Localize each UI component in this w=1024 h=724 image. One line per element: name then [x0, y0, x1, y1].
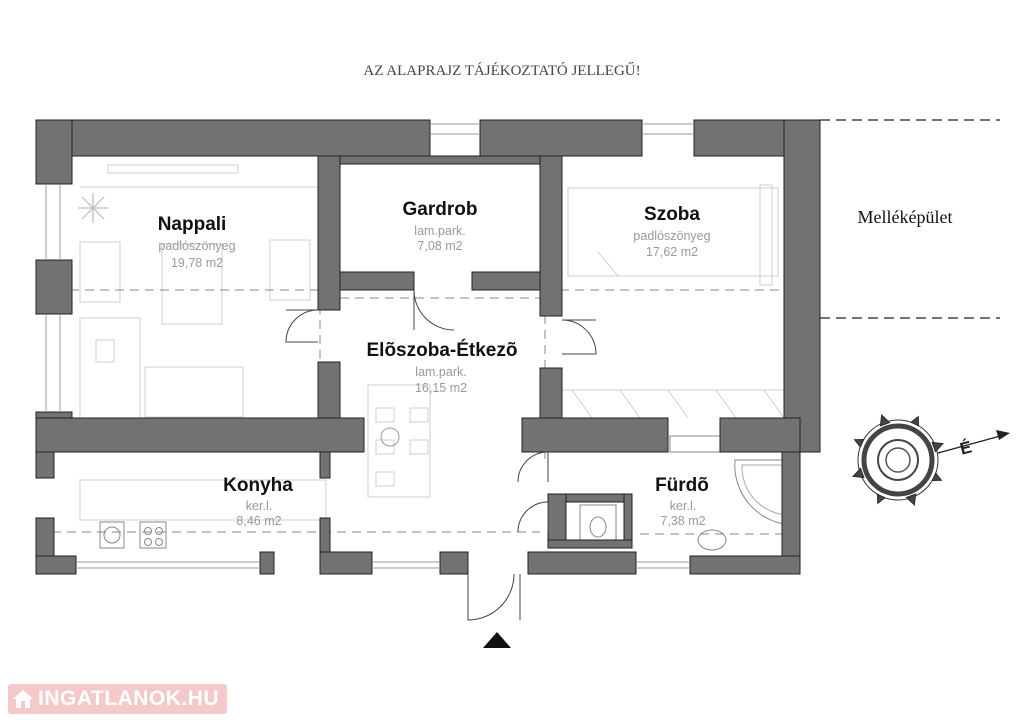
room-floor: lam.park. [415, 365, 466, 379]
ingatlanok-watermark: INGATLANOK.HU [8, 684, 228, 714]
room-area: 7,38 m2 [660, 514, 705, 528]
room-szoba: Szoba padlószönyeg 17,62 m2 [633, 204, 710, 259]
room-furdo: Fürdõ ker.l. 7,38 m2 [655, 475, 709, 528]
compass-icon: É [852, 414, 1010, 506]
walls [35, 119, 821, 575]
north-letter: É [958, 437, 974, 458]
annex-label: Melléképület [858, 207, 953, 227]
room-floor: padlószönyeg [158, 239, 235, 253]
room-name: Nappali [158, 214, 227, 235]
room-name: Szoba [644, 204, 700, 225]
entrance-arrow-icon [483, 632, 511, 648]
room-floor: ker.l. [246, 499, 272, 513]
room-floor: ker.l. [670, 499, 696, 513]
snowflake-icon [78, 193, 108, 223]
room-area: 7,08 m2 [417, 239, 462, 253]
annex-outline [820, 119, 1000, 319]
windows [45, 123, 694, 569]
room-eloszoba-etkezo: Elõszoba-Étkezõ lam.park. 16,15 m2 [367, 339, 518, 395]
room-area: 8,46 m2 [236, 514, 281, 528]
room-area: 17,62 m2 [646, 245, 698, 259]
room-nappali: Nappali padlószönyeg 19,78 m2 [158, 214, 236, 270]
room-area: 19,78 m2 [171, 256, 223, 270]
room-name: Elõszoba-Étkezõ [367, 339, 518, 361]
room-name: Gardrob [403, 199, 478, 220]
room-name: Fürdõ [655, 475, 709, 496]
doors [285, 289, 597, 621]
house-logo-icon [12, 688, 34, 710]
room-floor: padlószönyeg [633, 229, 710, 243]
disclaimer-text: AZ ALAPRAJZ TÁJÉKOZTATÓ JELLEGŰ! [363, 62, 640, 79]
room-area: 16,15 m2 [415, 381, 467, 395]
room-konyha: Konyha ker.l. 8,46 m2 [223, 475, 293, 528]
room-gardrob: Gardrob lam.park. 7,08 m2 [403, 199, 478, 253]
room-floor: lam.park. [414, 224, 465, 238]
watermark-text: INGATLANOK.HU [38, 687, 220, 710]
room-name: Konyha [223, 475, 293, 496]
